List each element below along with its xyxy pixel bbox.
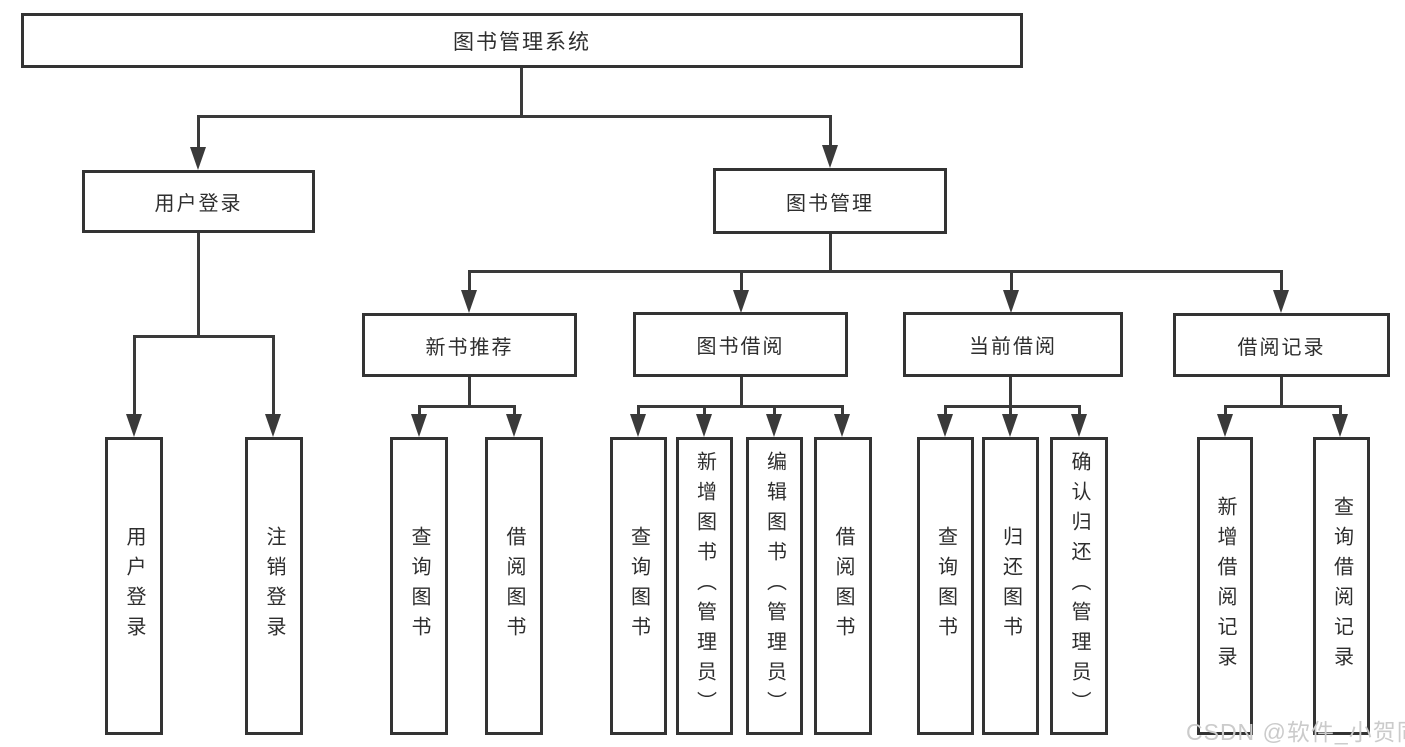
leaf-add-book-admin: 新增图书（管理员） (676, 437, 733, 735)
connector-line (1224, 408, 1227, 416)
arrow-down-icon (822, 145, 838, 168)
node-borrow-records: 借阅记录 (1173, 313, 1390, 377)
leaf-query-books: 查询图书 (610, 437, 667, 735)
connector-line (197, 233, 200, 337)
leaf-query-borrow-record: 查询借阅记录 (1313, 437, 1370, 735)
connector-line (468, 270, 1283, 273)
arrow-down-icon (937, 414, 953, 437)
leaf-edit-book-admin: 编辑图书（管理员） (746, 437, 803, 735)
connector-line (133, 338, 136, 416)
connector-line (740, 273, 743, 290)
connector-line (418, 405, 516, 408)
connector-line (1009, 377, 1012, 405)
leaf-query-books: 查询图书 (917, 437, 974, 735)
node-library-system: 图书管理系统 (21, 13, 1023, 68)
node-book-management: 图书管理 (713, 168, 947, 234)
connector-line (133, 335, 275, 338)
connector-line (468, 273, 471, 290)
connector-line (1010, 273, 1013, 290)
arrow-down-icon (696, 414, 712, 437)
connector-line (841, 408, 844, 416)
node-user-login: 用户登录 (82, 170, 315, 233)
leaf-confirm-return-admin: 确认归还（管理员） (1050, 437, 1108, 735)
leaf-return-book: 归还图书 (982, 437, 1039, 735)
arrow-down-icon (265, 414, 281, 437)
watermark: CSDN @软件_小贺同学 (1186, 719, 1405, 745)
leaf-user-login: 用户登录 (105, 437, 163, 735)
arrow-down-icon (1002, 414, 1018, 437)
connector-line (468, 377, 471, 405)
arrow-down-icon (411, 414, 427, 437)
arrow-down-icon (1217, 414, 1233, 437)
arrow-down-icon (1332, 414, 1348, 437)
arrow-down-icon (630, 414, 646, 437)
leaf-borrow-books: 借阅图书 (814, 437, 872, 735)
connector-line (637, 408, 640, 416)
connector-line (1009, 408, 1012, 416)
arrow-down-icon (190, 147, 206, 170)
connector-line (1224, 405, 1342, 408)
arrow-down-icon (1071, 414, 1087, 437)
arrow-down-icon (461, 290, 477, 313)
node-current-borrow: 当前借阅 (903, 312, 1123, 377)
connector-line (197, 115, 832, 118)
connector-line (944, 408, 947, 416)
arrow-down-icon (1273, 290, 1289, 313)
leaf-add-borrow-record: 新增借阅记录 (1197, 437, 1253, 735)
arrow-down-icon (766, 414, 782, 437)
connector-line (944, 405, 1081, 408)
connector-line (637, 405, 844, 408)
connector-line (740, 377, 743, 405)
connector-line (1280, 273, 1283, 290)
leaf-logout: 注销登录 (245, 437, 303, 735)
connector-line (1339, 408, 1342, 416)
node-new-book-recommend: 新书推荐 (362, 313, 577, 377)
connector-line (272, 338, 275, 416)
arrow-down-icon (834, 414, 850, 437)
arrow-down-icon (126, 414, 142, 437)
connector-line (829, 234, 832, 272)
leaf-query-books: 查询图书 (390, 437, 448, 735)
connector-line (513, 408, 516, 416)
leaf-borrow-books: 借阅图书 (485, 437, 543, 735)
arrow-down-icon (733, 290, 749, 313)
connector-line (1280, 377, 1283, 405)
connector-line (773, 408, 776, 416)
connector-line (418, 408, 421, 416)
connector-line (703, 408, 706, 416)
arrow-down-icon (506, 414, 522, 437)
connector-line (829, 117, 832, 145)
connector-line (520, 68, 523, 117)
connector-line (1078, 408, 1081, 416)
connector-line (197, 117, 200, 147)
node-book-borrow: 图书借阅 (633, 312, 848, 377)
arrow-down-icon (1003, 290, 1019, 313)
